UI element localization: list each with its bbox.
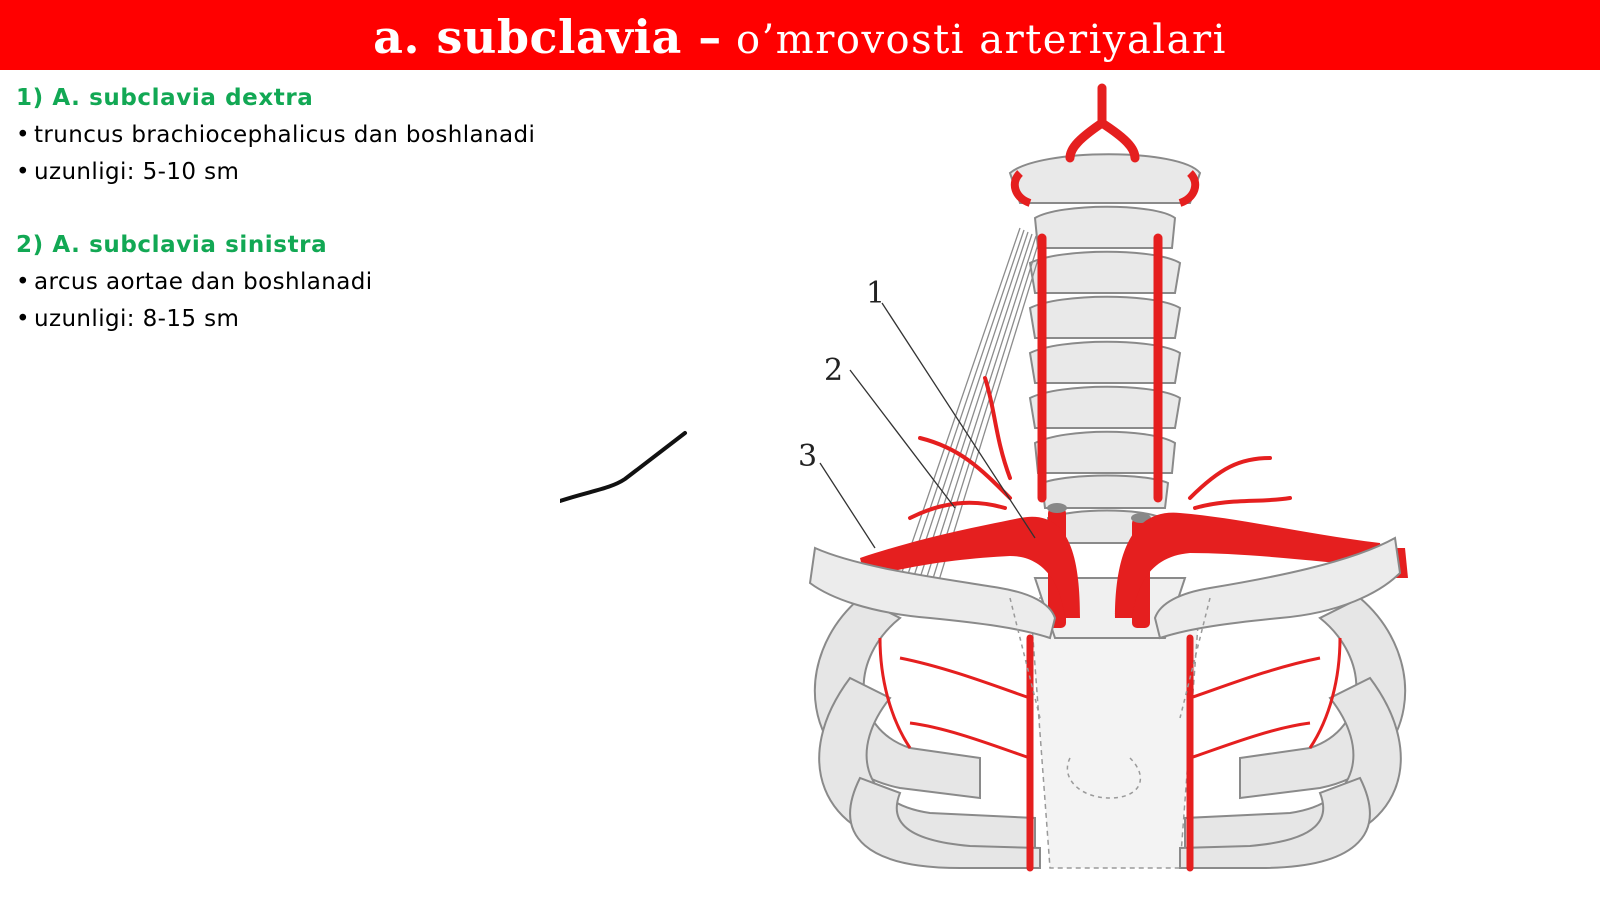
bullet-item: •arcus aortae dan boshlanadi <box>16 264 576 301</box>
clavicles <box>808 536 1402 640</box>
figure-label-3: 3 <box>798 439 817 474</box>
title-term: a. subclavia – <box>373 10 722 64</box>
bullet-item: •truncus brachiocephalicus dan boshlanad… <box>16 117 576 154</box>
scalene-muscle <box>899 227 1045 591</box>
bullet-dot: • <box>16 306 30 332</box>
bullet-item: •uzunligi: 8-15 sm <box>16 301 576 338</box>
title-description: o’mrovosti arteriyalari <box>721 17 1227 63</box>
vertebral-arteries <box>1037 233 1163 503</box>
bullet-text: uzunligi: 8-15 sm <box>34 306 240 332</box>
section-heading-sinistra: 2) A. subclavia sinistra <box>16 232 328 258</box>
bullet-dot: • <box>16 159 30 185</box>
bullet-item: •uzunligi: 5-10 sm <box>16 154 576 191</box>
leader-lines <box>819 302 1036 549</box>
bullet-text: truncus brachiocephalicus dan boshlanadi <box>34 122 536 148</box>
ribs-left <box>813 596 1041 869</box>
bullet-dot: • <box>16 269 30 295</box>
bullet-text: arcus aortae dan boshlanadi <box>34 269 373 295</box>
slide-title: a. subclavia – o’mrovosti arteriyalari <box>0 0 1600 70</box>
bullet-text: uzunligi: 5-10 sm <box>34 159 240 185</box>
section-heading-dextra: 1) A. subclavia dextra <box>16 85 314 111</box>
figure-label-1: 1 <box>866 276 885 311</box>
pen-annotation-stroke <box>560 431 687 503</box>
text-column: 1) A. subclavia dextra •truncus brachioc… <box>16 80 576 338</box>
intercostal-branches <box>878 637 1342 760</box>
thyrocervical-branches <box>908 376 1292 520</box>
anatomy-illustration: 1 2 3 <box>798 83 1408 872</box>
basilar-artery <box>1065 83 1140 163</box>
bullet-dot: • <box>16 122 30 148</box>
figure-label-2: 2 <box>824 353 843 388</box>
ribs-right <box>1179 596 1407 869</box>
